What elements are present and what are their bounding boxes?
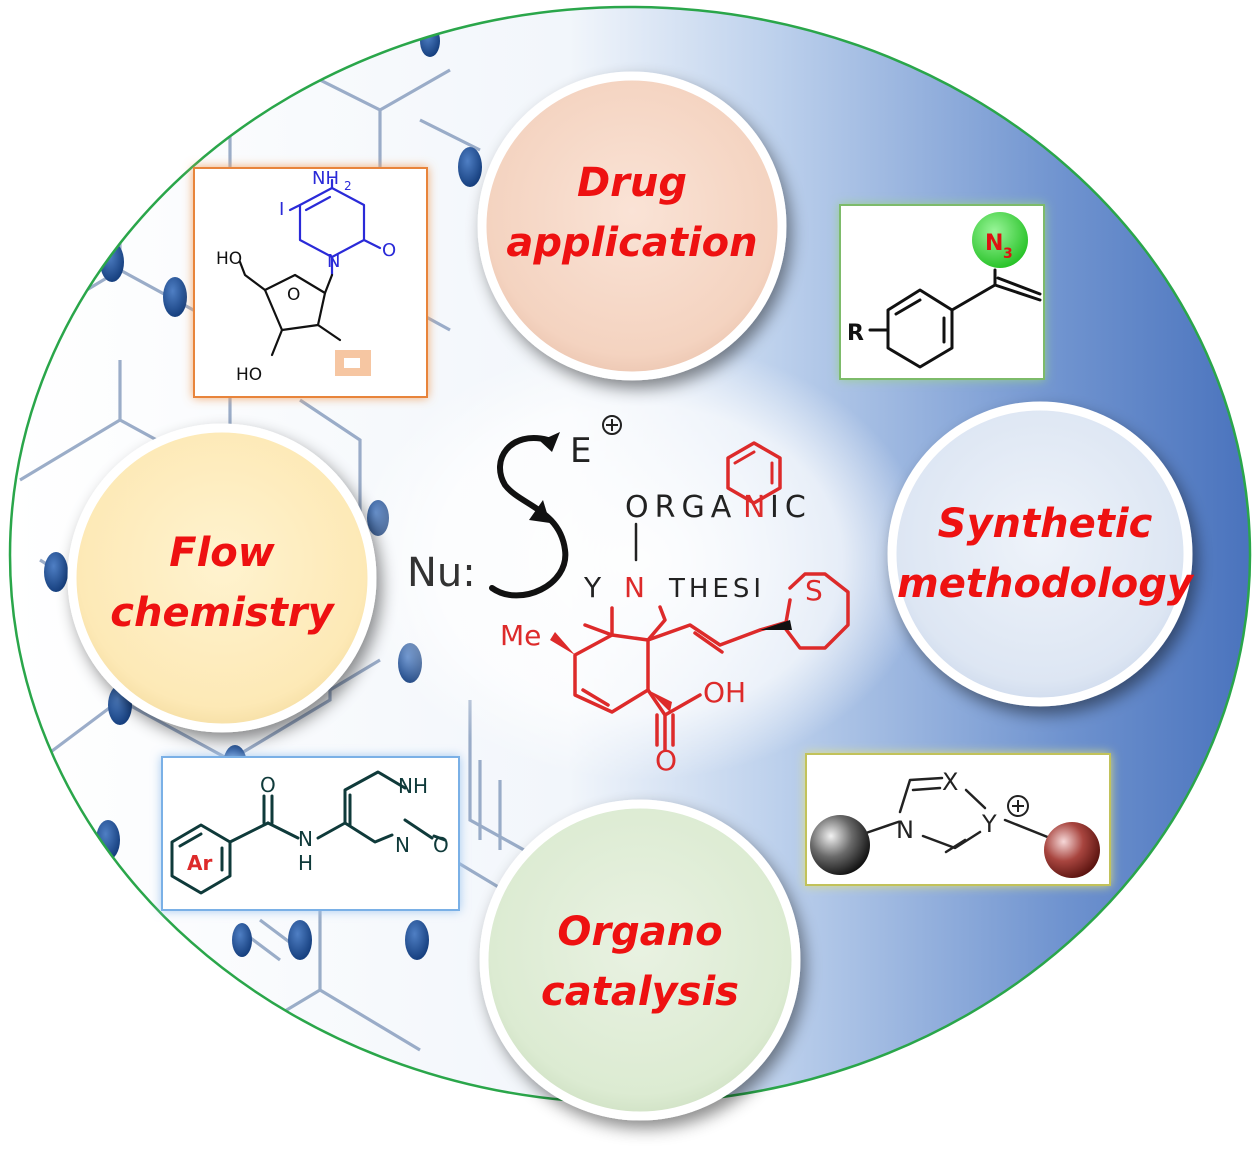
topic-flow-line1: Flow (169, 530, 276, 576)
synthesis-text-y: Y (583, 571, 602, 604)
organic-text-n: N (743, 490, 765, 525)
azolium-n-label: N (896, 816, 914, 844)
topic-synthetic-line1: Synthetic (938, 501, 1153, 547)
amide-aryl-label: Ar (187, 851, 212, 875)
topic-flow-chemistry: Flow chemistry (67, 423, 377, 733)
aryl-amide-structure-box: Ar O N H NH N O (161, 756, 460, 911)
amide-carbonyl-o-label: O (260, 773, 276, 797)
organic-text-left: ORGA (625, 490, 737, 525)
nucleoside-ring-n-label: N (327, 251, 340, 272)
nucleoside-ring-o-label: O (287, 285, 300, 305)
positive-charge-icon (602, 415, 622, 435)
vinyl-azide-structure-box: N 3 R (839, 204, 1045, 380)
nucleophile-label: Nu: (407, 550, 476, 596)
synthesis-text-rest: THESI (668, 574, 765, 604)
arrowhead-top-icon (540, 432, 560, 452)
topic-drug-application: Drug application (477, 71, 787, 381)
methyl-label: Me (500, 619, 541, 652)
gray-sphere-icon (810, 815, 870, 875)
nucleoside-iodo-label: I (279, 199, 284, 220)
topic-synthetic-line2: methodology (897, 561, 1195, 607)
topic-flow-line2: chemistry (110, 590, 335, 636)
topic-synthetic-methodology: Synthetic methodology (887, 401, 1195, 707)
synthesis-text-n: N (624, 571, 645, 604)
amide-ring-nh-label: NH (398, 774, 428, 798)
azolium-y-label: Y (981, 810, 997, 838)
amide-h-label: H (298, 851, 313, 875)
thiane-ring (783, 572, 850, 650)
topic-organo-line1: Organo (557, 909, 722, 955)
nucleoside-ho-bottom-label: HO (236, 365, 262, 385)
nucleoside-amine-label: NH (312, 168, 339, 189)
nucleoside-amine-subscript: 2 (344, 179, 352, 193)
acid-oh-label: OH (703, 676, 746, 709)
azide-subscript-label: 3 (1003, 246, 1013, 262)
red-sphere-icon (1044, 822, 1100, 878)
amide-n-label: N (298, 827, 313, 851)
azide-r-group-label: R (847, 321, 864, 346)
central-scheme: E Nu: ORGA N IC Y N THESI S (407, 415, 850, 777)
arrowhead-mid-icon (529, 500, 550, 523)
sulfur-label: S (805, 574, 823, 607)
azolium-catalyst-structure-box: X N Y (805, 753, 1111, 886)
topic-drug-line2: application (506, 220, 757, 266)
nucleoside-carbonyl-o-label: O (382, 240, 396, 261)
amide-ring-o-label: O (433, 833, 449, 857)
electrophile-label: E (570, 431, 591, 471)
amide-ring-n-label: N (395, 833, 410, 857)
topic-drug-line1: Drug (577, 160, 687, 206)
acid-o-label: O (655, 744, 677, 777)
azolium-x-label: X (942, 768, 958, 796)
pyridine-ring (726, 441, 782, 505)
azide-n-label: N (985, 231, 1003, 256)
nucleoside-structure-box: NH 2 I N O HO O HO (193, 167, 428, 398)
azolium-positive-charge-icon (1007, 795, 1029, 817)
topic-organo-catalysis: Organo catalysis (479, 799, 801, 1121)
topic-organo-line2: catalysis (541, 969, 739, 1015)
nucleoside-ho-top-label: HO (216, 249, 242, 269)
organic-text-right: IC (770, 490, 812, 525)
